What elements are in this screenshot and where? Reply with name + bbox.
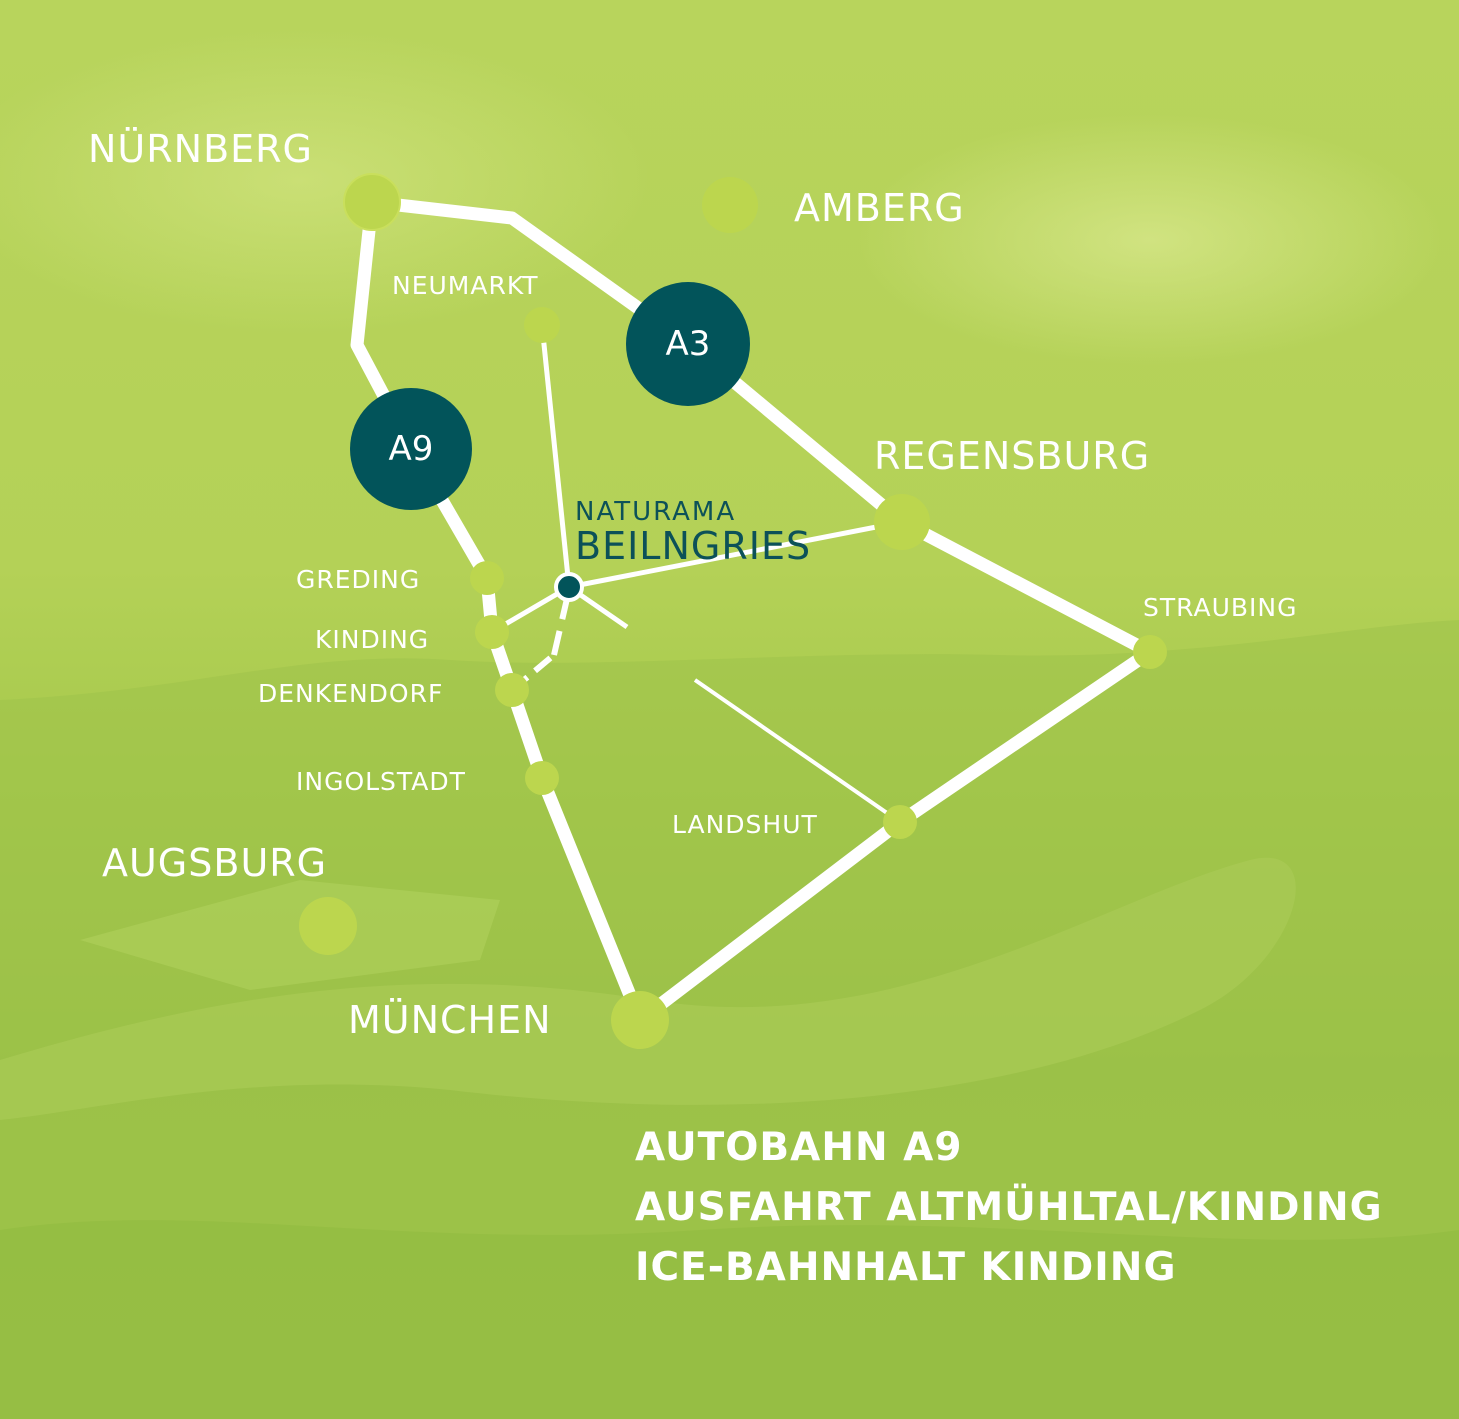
info-line-ausfahrt: AUSFAHRT ALTMÜHLTAL/KINDING [635, 1185, 1383, 1230]
label-augsburg: AUGSBURG [102, 841, 328, 885]
dot-kinding [475, 615, 509, 649]
label-denkendorf: DENKENDORF [258, 679, 444, 708]
field-shape [80, 880, 500, 990]
label-landshut: LANDSHUT [672, 810, 818, 839]
destination-label-line1: NATURAMA [575, 497, 737, 527]
dot-regensburg [874, 494, 930, 550]
dot-nuernberg [343, 173, 401, 231]
dot-amberg [702, 177, 758, 233]
badge-a3: A3 [626, 282, 750, 406]
label-regensburg: REGENSBURG [874, 434, 1151, 478]
dot-ingolstadt [525, 761, 559, 795]
dot-denkendorf [495, 673, 529, 707]
dot-straubing [1133, 635, 1167, 669]
label-greding: GREDING [296, 565, 421, 594]
dot-muenchen [611, 991, 669, 1049]
river-shape [0, 857, 1296, 1120]
label-muenchen: MÜNCHEN [348, 998, 552, 1042]
destination-label-line2: BEILNGRIES [575, 524, 812, 568]
road-regensburg [568, 519, 903, 590]
destination-marker [554, 572, 584, 602]
dot-landshut [883, 805, 917, 839]
label-straubing: STRAUBING [1143, 593, 1298, 622]
info-line-ice: ICE-BAHNHALT KINDING [635, 1245, 1177, 1290]
forest-shape [0, 1220, 1459, 1419]
dot-augsburg [299, 897, 357, 955]
label-kinding: KINDING [315, 625, 430, 654]
label-amberg: AMBERG [794, 186, 965, 230]
dot-neumarkt [524, 307, 560, 343]
label-neumarkt: NEUMARKT [392, 271, 539, 300]
road-landshut [693, 678, 902, 824]
route-a9-south [403, 438, 647, 1027]
info-line-autobahn: AUTOBAHN A9 [635, 1125, 963, 1170]
label-ingolstadt: INGOLSTADT [296, 767, 466, 796]
directions-info: AUTOBAHN A9 AUSFAHRT ALTMÜHLTAL/KINDING … [635, 1118, 1383, 1298]
label-nuernberg: NÜRNBERG [88, 127, 313, 171]
dot-greding [470, 561, 504, 595]
road-neumarkt [539, 324, 572, 588]
badge-a9: A9 [350, 388, 472, 510]
